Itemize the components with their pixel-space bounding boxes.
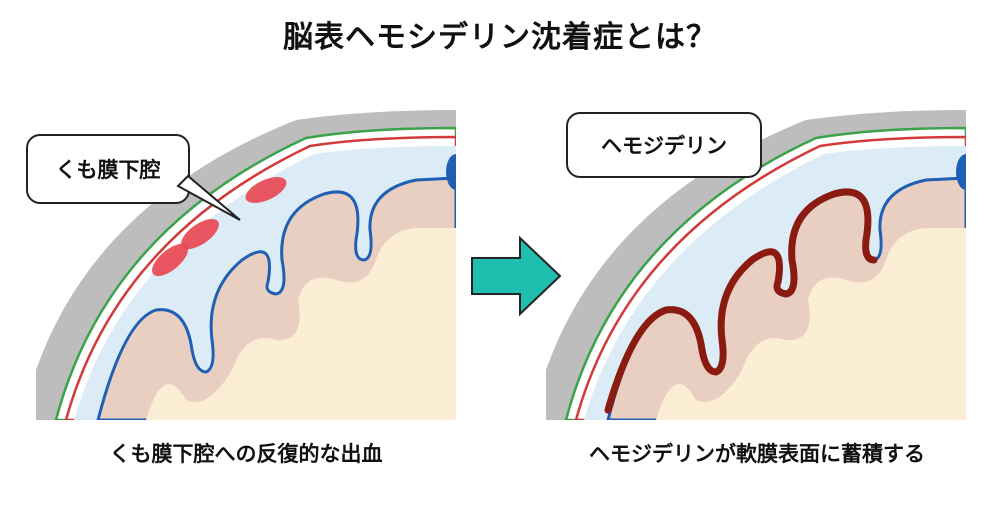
bleed-spot <box>245 177 287 203</box>
transition-arrow-icon <box>471 236 562 316</box>
hemosiderin-deposit <box>604 188 878 414</box>
right-brain-diagram <box>546 110 966 420</box>
hemosiderin-callout: ヘモジデリン <box>566 112 762 178</box>
brain-cross-section <box>36 110 456 420</box>
callout-label: ヘモジデリン <box>601 134 727 158</box>
callout-label: くも膜下腔 <box>55 158 161 182</box>
bleed-spot <box>181 218 219 250</box>
white-matter <box>656 228 966 420</box>
subarachnoid-callout: くも膜下腔 <box>26 134 190 204</box>
brain-cross-section <box>546 110 966 420</box>
white-matter <box>146 228 456 420</box>
page-title: 脳表ヘモシデリン沈着症とは？ <box>283 20 717 55</box>
left-brain-diagram <box>36 110 456 420</box>
right-caption: ヘモジデリンが軟膜表面に蓄積する <box>589 442 925 466</box>
vessel <box>956 154 966 190</box>
vessel <box>446 154 456 190</box>
bleed-spot <box>151 243 189 277</box>
left-caption: くも膜下腔への反復的な出血 <box>109 442 383 466</box>
